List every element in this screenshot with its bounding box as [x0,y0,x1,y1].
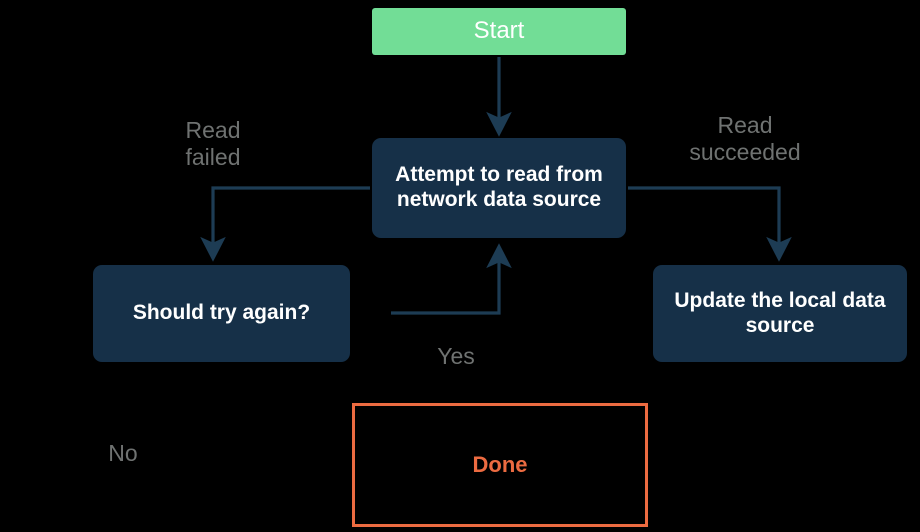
node-should-try-again[interactable]: Should try again? [93,265,350,362]
node-update-local[interactable]: Update the local data source [653,265,907,362]
edge-label-read-succeeded: Read succeeded [689,112,801,166]
edge-label-yes: Yes [437,343,475,369]
edge-attempt-to-update [628,186,792,262]
node-should-try-again-label: Should try again? [132,301,311,325]
node-start-label: Start [473,17,525,45]
node-update-local-label: Update the local data source [674,288,886,337]
node-attempt-read[interactable]: Attempt to read from network data source [372,138,626,238]
edge-label-read-failed: Read failed [185,117,241,171]
node-attempt-read-label: Attempt to read from network data source [395,163,603,211]
edge-attempt-to-should-try [200,186,370,262]
edge-label-no: No [108,440,138,466]
node-start[interactable]: Start [372,8,626,55]
node-done[interactable]: Done [352,403,648,527]
edge-should-try-to-attempt [391,243,512,315]
node-done-label: Done [472,452,528,478]
